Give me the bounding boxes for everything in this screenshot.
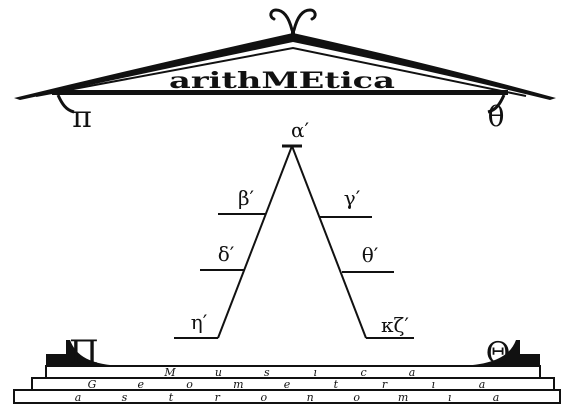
tier-geometria (31, 377, 555, 391)
tier-letter-musica-5: a (409, 366, 416, 379)
tier-letter-astronomia-9: a (493, 391, 500, 404)
label-apex: α′ (291, 118, 310, 142)
label-left-lower: η′ (191, 310, 208, 334)
tier-letter-astronomia-6: o (353, 391, 360, 404)
roof-inner-edge (35, 46, 527, 97)
tier-letter-musica-4: c (361, 366, 367, 379)
tier-letter-astronomia-5: n (307, 391, 314, 404)
label-right-middle: θ′ (362, 243, 379, 267)
tier-letter-geometria-3: m (233, 378, 243, 391)
tier-letter-musica-3: ı (313, 366, 317, 379)
left-side (217, 145, 293, 339)
right-side (291, 145, 367, 339)
tier-letter-astronomia-1: s (122, 391, 128, 404)
tier-letter-astronomia-4: o (260, 391, 267, 404)
triangle-labels: α′ β′ γ′ δ′ θ′ η′ κζ′ (191, 118, 410, 337)
base-left-fillet (46, 340, 124, 366)
tier-letter-geometria-4: e (284, 378, 291, 391)
roof-right-curl (487, 94, 506, 114)
roof-left-letter: π (72, 100, 92, 135)
tier-letter-geometria-7: ı (432, 378, 436, 391)
label-right-lower: κζ′ (381, 313, 409, 337)
tier-letter-geometria-1: e (138, 378, 145, 391)
roof-left-curl (56, 94, 75, 114)
tier-letter-astronomia-0: a (75, 391, 82, 404)
tier-letter-geometria-5: t (334, 378, 339, 391)
roof: arithMEtica π θ (14, 8, 556, 135)
tier-letter-astronomia-2: t (169, 391, 174, 404)
label-left-upper: β′ (238, 186, 255, 210)
tier-astronomia (13, 389, 561, 404)
roof-right-letter: θ (488, 100, 505, 133)
tier-letter-astronomia-7: m (398, 391, 408, 404)
lambda-triangle (174, 144, 414, 339)
tier-letter-geometria-2: o (186, 378, 193, 391)
tier-letter-musica-0: M (163, 366, 176, 379)
tier-letter-musica-1: u (215, 366, 222, 379)
base-right-fillet (458, 340, 540, 366)
roof-title: arithMEtica (169, 68, 395, 94)
tier-letter-geometria-6: r (382, 378, 388, 391)
tier-letter-geometria-8: a (479, 378, 486, 391)
label-left-middle: δ′ (218, 242, 235, 266)
tier-letter-geometria-0: G (88, 378, 97, 391)
tier-letter-astronomia-8: ı (448, 391, 452, 404)
tier-letter-astronomia-3: r (215, 391, 221, 404)
roof-band (52, 90, 508, 95)
tier-letter-musica-2: s (264, 366, 270, 379)
tier-musica (45, 365, 541, 379)
label-right-upper: γ′ (344, 186, 361, 210)
